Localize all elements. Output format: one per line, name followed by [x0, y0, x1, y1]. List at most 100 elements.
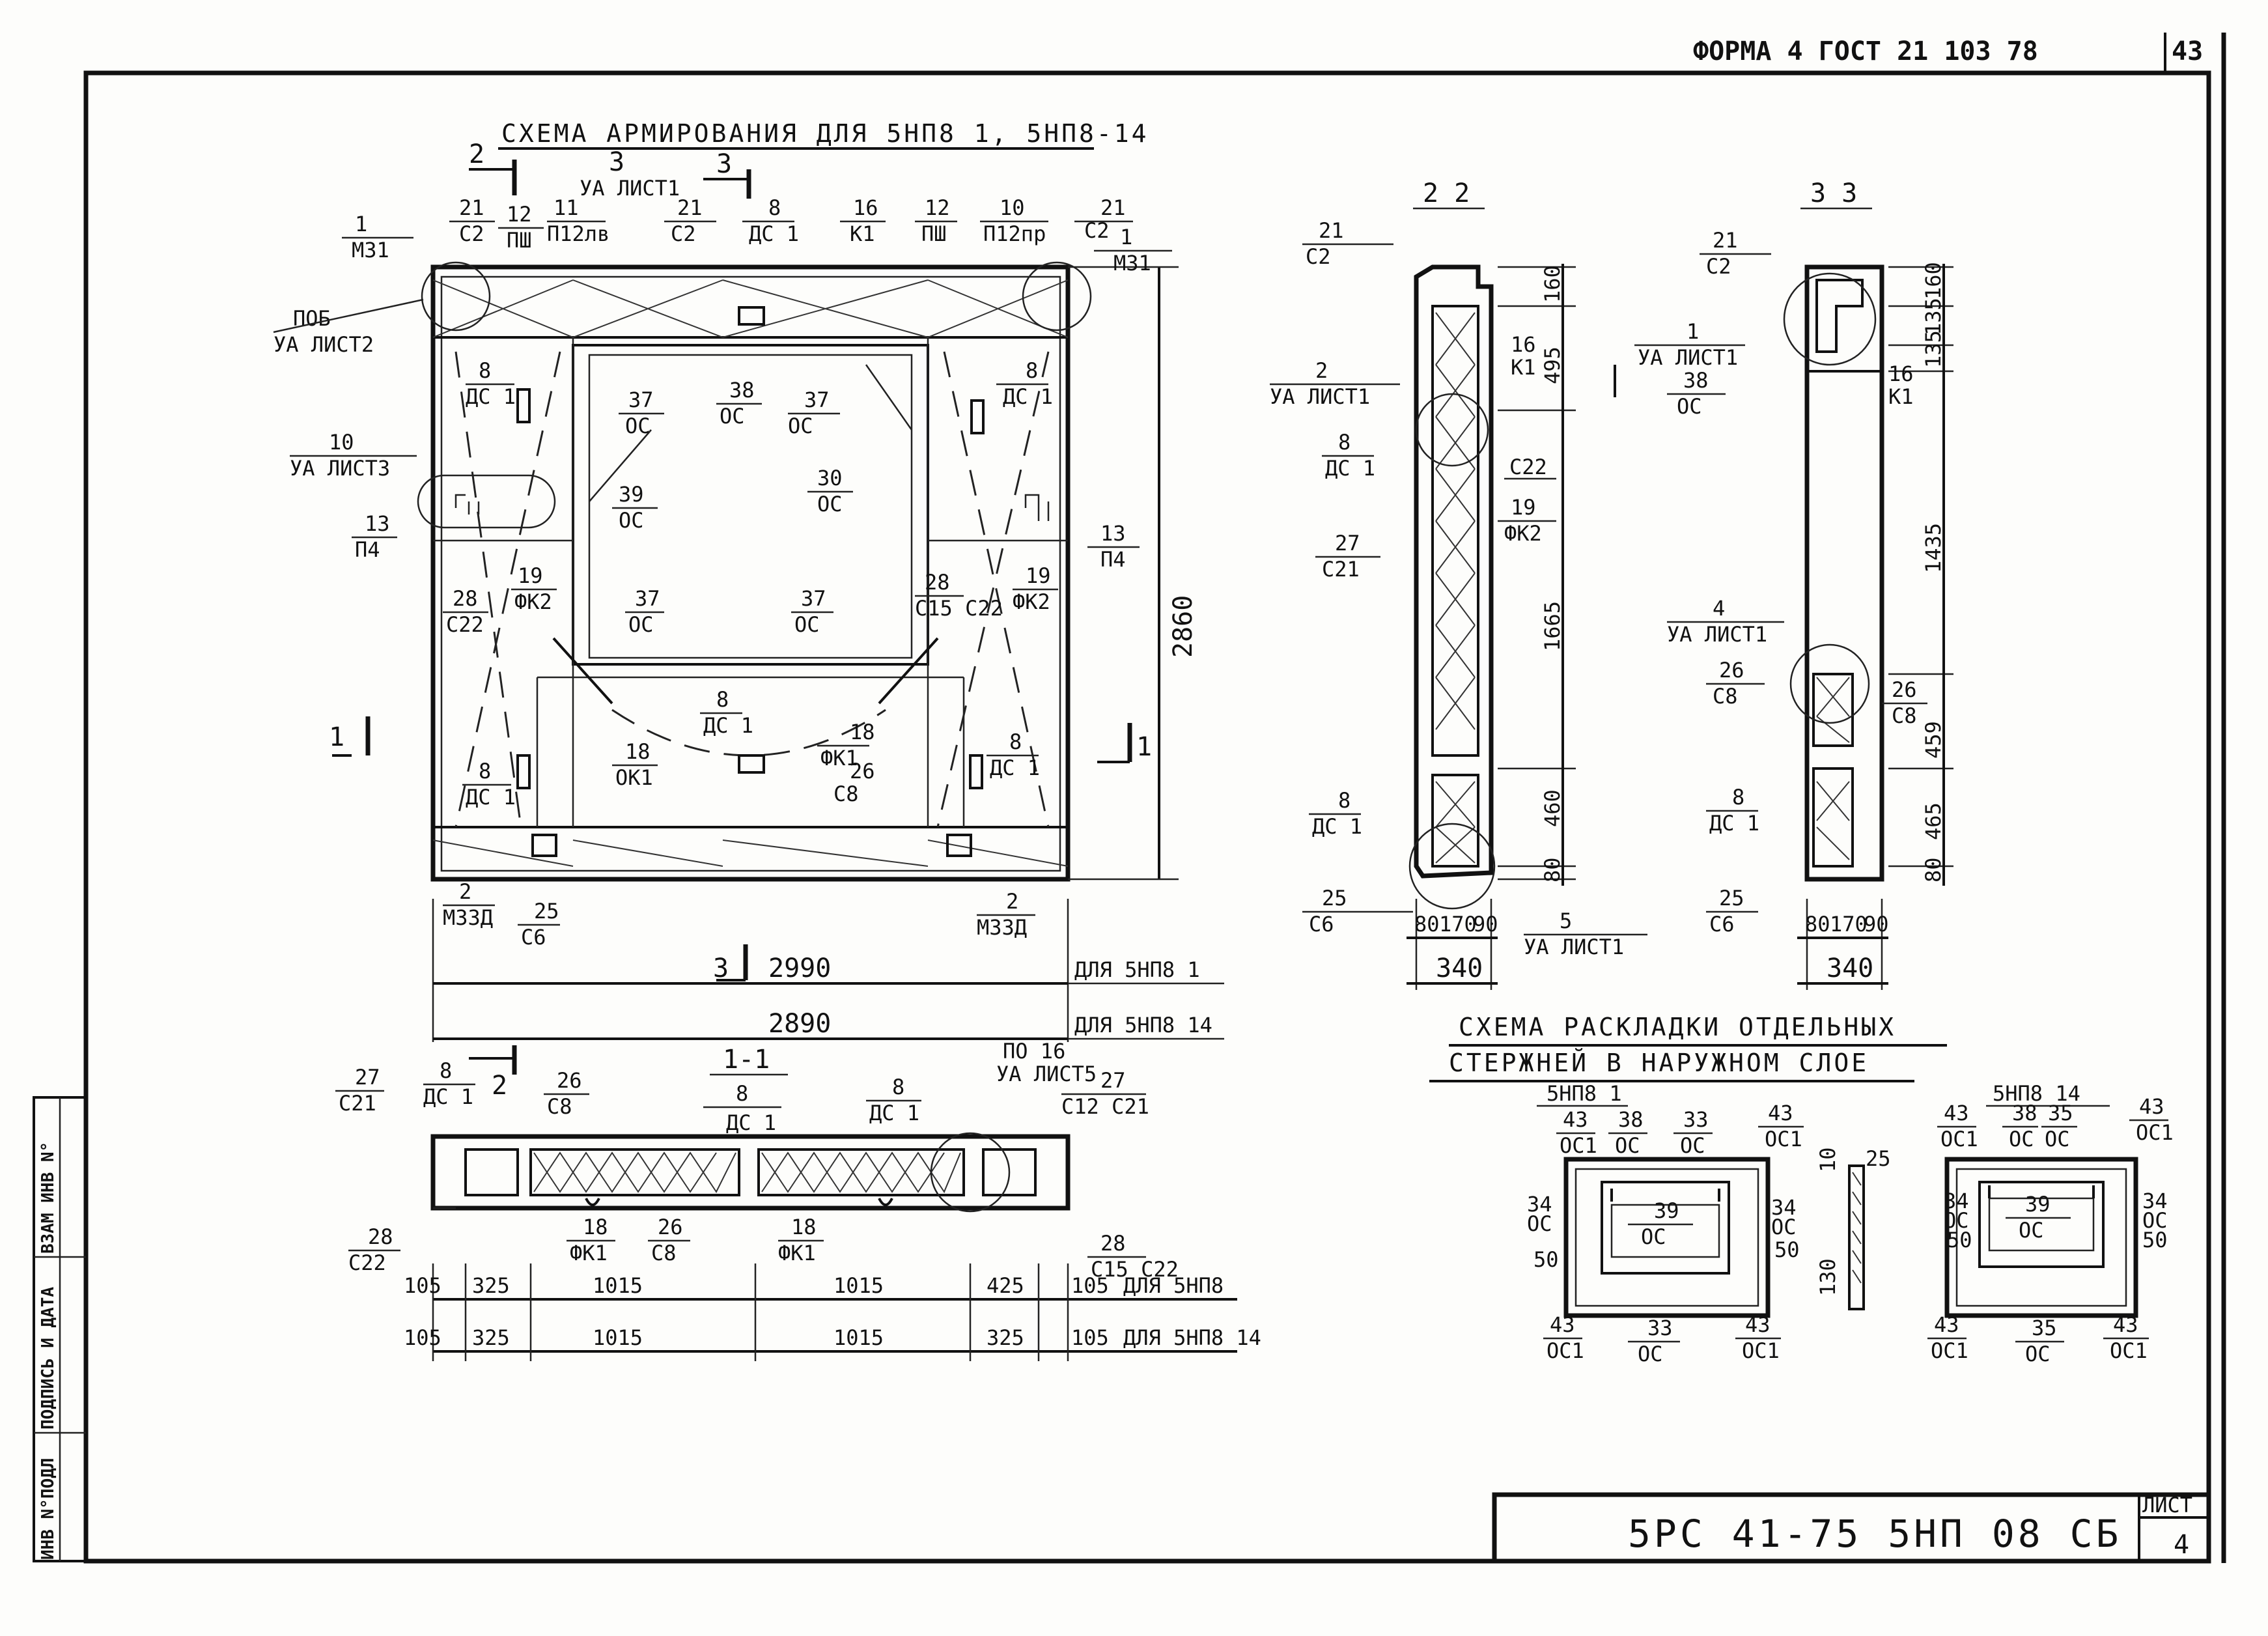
svg-text:ОС1: ОС1 — [1547, 1338, 1584, 1363]
svg-text:С2: С2 — [1084, 218, 1110, 243]
svg-text:С12 С21: С12 С21 — [1061, 1094, 1149, 1119]
svg-text:ДС 1: ДС 1 — [749, 221, 799, 246]
callout: 8ДС 1 — [996, 358, 1053, 409]
section11-dims — [432, 1263, 1237, 1361]
svg-text:21: 21 — [459, 195, 484, 220]
row1-c0: 105 — [404, 1273, 441, 1298]
svg-text:27: 27 — [355, 1065, 380, 1090]
row2-c5: 105 — [1071, 1325, 1109, 1350]
svg-text:ДС 1: ДС 1 — [1312, 814, 1362, 839]
row1-c2: 1015 — [593, 1273, 643, 1298]
s33-total: 340 — [1827, 953, 1873, 983]
svg-text:37: 37 — [804, 388, 830, 412]
section-3-3-title: 3 3 — [1810, 178, 1857, 208]
svg-text:10: 10 — [1000, 195, 1025, 220]
scheme-title: СХЕМА АРМИРОВАНИЯ ДЛЯ 5НП8 1, 5НП8-14 — [501, 119, 1149, 148]
section-2-2-drawing — [1407, 264, 1576, 990]
cut-1-left: 1 — [329, 722, 344, 752]
callout: С22 — [1504, 455, 1556, 480]
svg-text:ДС 1: ДС 1 — [726, 1110, 776, 1135]
layout-a-d10: 10 — [1815, 1147, 1840, 1172]
s22-total: 340 — [1436, 953, 1483, 983]
svg-text:8: 8 — [1338, 430, 1351, 455]
s33-dim-459: 459 — [1921, 721, 1946, 759]
svg-text:С8: С8 — [833, 782, 859, 806]
section-1-1-drawing — [430, 1132, 1071, 1213]
svg-text:ОК1: ОК1 — [615, 765, 653, 790]
svg-text:34: 34 — [2142, 1189, 2168, 1213]
svg-text:26: 26 — [1892, 677, 1917, 702]
callout: 8ДС 1 — [866, 1075, 921, 1125]
svg-text:ОС: ОС — [1641, 1224, 1666, 1249]
elevation-dims — [432, 266, 1224, 1042]
svg-text:19: 19 — [518, 563, 543, 588]
svg-text:УА ЛИСТ5: УА ЛИСТ5 — [996, 1062, 1097, 1086]
svg-text:43: 43 — [1745, 1312, 1771, 1337]
svg-text:ДС 1: ДС 1 — [1325, 456, 1375, 481]
svg-text:ОС: ОС — [817, 492, 843, 516]
s33-bottom-170: 170 — [1830, 912, 1868, 937]
svg-text:ОС: ОС — [628, 612, 654, 637]
callout: 8ДС 1 — [423, 1058, 475, 1109]
svg-text:18: 18 — [850, 720, 875, 744]
svg-text:ОС: ОС — [619, 508, 644, 533]
dim-for-5np8-14: ДЛЯ 5НП8 14 — [1074, 1013, 1212, 1037]
svg-text:С2: С2 — [1706, 254, 1731, 279]
svg-text:УА ЛИСТ1: УА ЛИСТ1 — [580, 176, 680, 201]
callout: 5УА ЛИСТ1 — [1524, 909, 1647, 959]
svg-text:28: 28 — [368, 1224, 393, 1249]
row2-c4: 325 — [987, 1325, 1024, 1350]
svg-text:ПШ: ПШ — [507, 228, 532, 253]
svg-text:ОС: ОС — [1615, 1133, 1640, 1158]
svg-text:С6: С6 — [521, 925, 546, 950]
s33-dim-465: 465 — [1921, 802, 1946, 840]
svg-text:ОС1: ОС1 — [2136, 1120, 2174, 1145]
svg-text:С2: С2 — [671, 221, 696, 246]
svg-text:УА ЛИСТ1: УА ЛИСТ1 — [1638, 345, 1738, 370]
layout-a-d50b: 50 — [1774, 1237, 1800, 1262]
svg-text:ДС 1: ДС 1 — [1709, 811, 1759, 836]
layout-a-d25: 25 — [1866, 1146, 1891, 1171]
svg-text:ОС: ОС — [1638, 1342, 1663, 1366]
svg-text:18: 18 — [791, 1215, 817, 1239]
cut-3-top: 3 — [609, 147, 624, 177]
svg-text:С15 С22: С15 С22 — [1091, 1257, 1179, 1282]
svg-text:К1: К1 — [1888, 384, 1914, 409]
svg-text:38: 38 — [2012, 1101, 2037, 1125]
svg-text:43: 43 — [1934, 1312, 1959, 1337]
svg-text:34: 34 — [1527, 1192, 1552, 1217]
svg-text:П12лв: П12лв — [547, 221, 609, 246]
row1-for: ДЛЯ 5НП8 — [1123, 1273, 1224, 1298]
svg-text:16: 16 — [1511, 332, 1536, 357]
s33-bottom-80: 80 — [1805, 912, 1830, 937]
callout: 8ДС 1 — [466, 358, 516, 409]
svg-text:С2: С2 — [459, 221, 484, 246]
svg-text:43: 43 — [2113, 1312, 2138, 1337]
callout: 8ДС 1 — [742, 195, 799, 246]
svg-text:К1: К1 — [850, 221, 875, 246]
